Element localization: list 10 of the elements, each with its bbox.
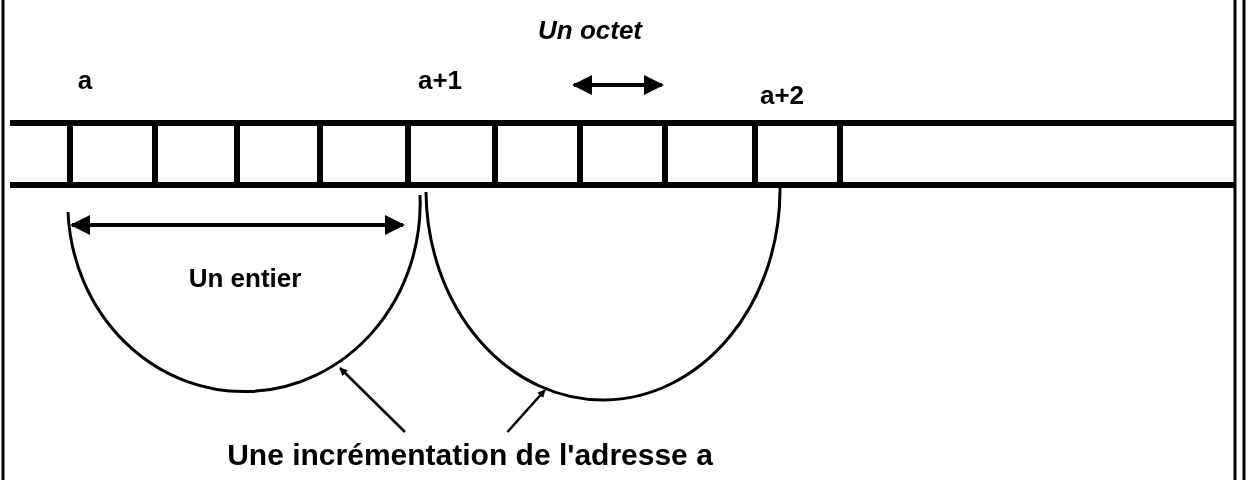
- semicircle-arc: [424, 187, 782, 402]
- leader-arrow: [339, 367, 406, 433]
- leader-arrow: [506, 389, 546, 433]
- unit-label: Un entier: [188, 262, 302, 294]
- unit-label: Un octet: [538, 14, 642, 46]
- address-label: a: [77, 64, 93, 96]
- semicircle-arc: [66, 194, 422, 394]
- caption-text: Une incrémentation de l'adresse a: [227, 438, 713, 472]
- address-label: a+2: [759, 79, 805, 111]
- address-label: a+1: [417, 64, 463, 96]
